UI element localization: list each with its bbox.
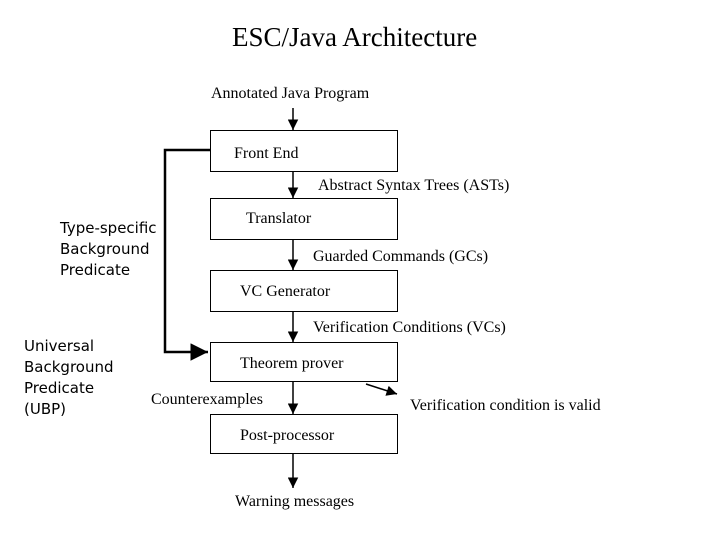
universal-predicate-label: Universal Background Predicate (UBP)	[24, 337, 114, 418]
vcs-label: Verification Conditions (VCs)	[313, 319, 506, 336]
translator-box	[210, 198, 398, 240]
front-end-box	[210, 130, 398, 172]
post-processor-label: Post-processor	[240, 427, 335, 444]
theorem-prover-box	[210, 342, 398, 382]
front-end-label: Front End	[234, 145, 299, 162]
diagram-title: ESC/Java Architecture	[232, 22, 478, 52]
gcs-label: Guarded Commands (GCs)	[313, 248, 489, 265]
input-label: Annotated Java Program	[211, 85, 370, 102]
asts-label: Abstract Syntax Trees (ASTs)	[318, 177, 510, 194]
warnings-label: Warning messages	[235, 493, 355, 510]
valid-label: Verification condition is valid	[410, 397, 601, 414]
arrow-theorem-prover-to-valid	[365, 383, 398, 396]
post-processor-box	[210, 414, 398, 454]
vc-generator-label: VC Generator	[240, 283, 331, 300]
vc-generator-box	[210, 270, 398, 312]
theorem-prover-label: Theorem prover	[240, 355, 344, 372]
counterexamples-label: Counterexamples	[151, 391, 263, 408]
type-specific-predicate-label: Type-specific Background Predicate	[60, 219, 157, 279]
arrow-front-end-feedback-loop	[163, 148, 210, 361]
translator-label: Translator	[246, 210, 312, 227]
